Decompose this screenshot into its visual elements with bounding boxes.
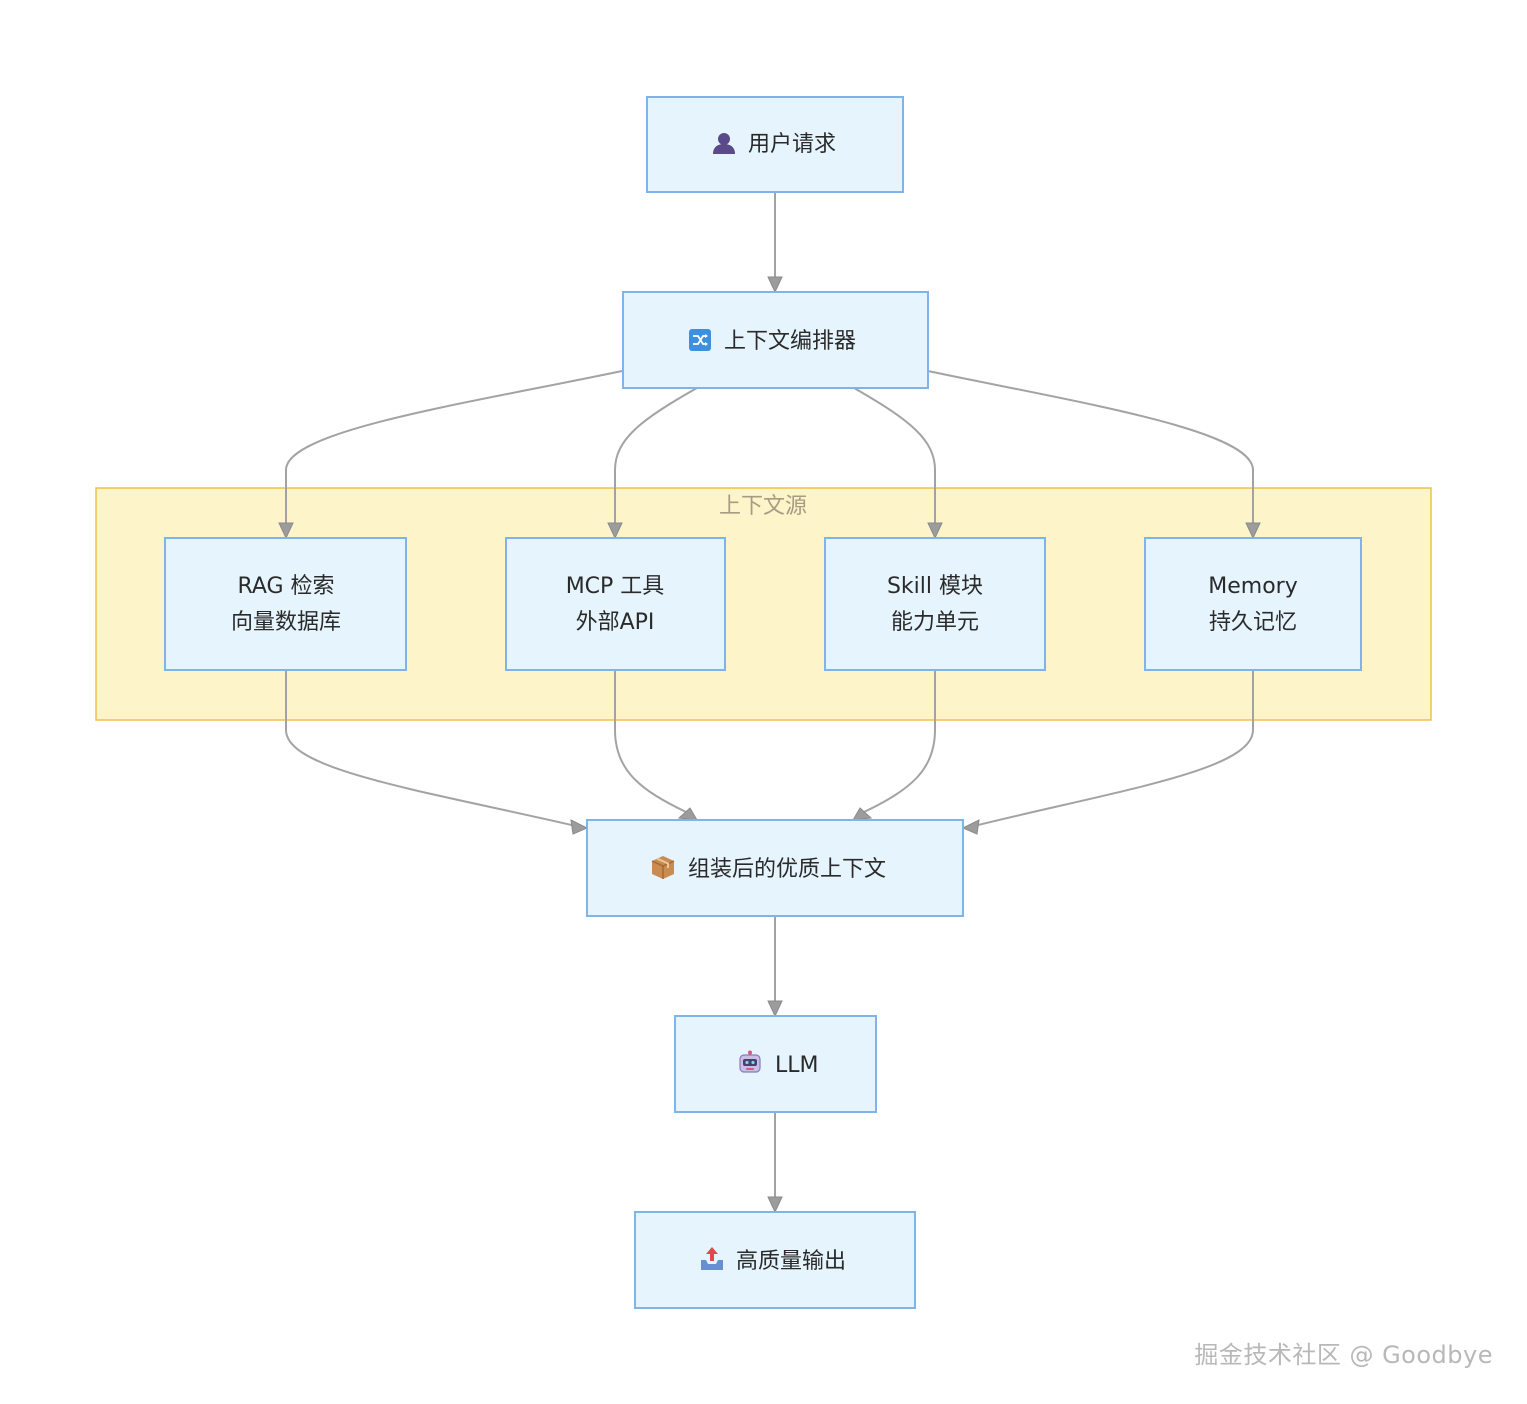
package-icon — [651, 856, 675, 879]
arrowhead-llm — [767, 1000, 783, 1018]
node-mcp-subtitle: 外部API — [576, 610, 655, 635]
node-output-label: 高质量输出 — [736, 1249, 846, 1274]
edge-memory-to-assembled — [973, 670, 1254, 827]
arrowhead-memory — [1245, 522, 1261, 540]
node-rag-box — [164, 537, 407, 671]
arrowheads — [278, 276, 1261, 1214]
watermark: 掘金技术社区 @ Goodbye — [1194, 1341, 1493, 1369]
node-orchestrator[interactable]: 上下文编排器 — [622, 291, 929, 389]
arrowhead-skill — [927, 522, 943, 540]
node-orchestrator-box — [622, 291, 929, 389]
node-mcp-title: MCP 工具 — [566, 574, 665, 599]
node-memory-box — [1144, 537, 1362, 671]
arrowhead-mcp — [607, 522, 623, 540]
shuffle-icon — [689, 329, 711, 351]
edge-orchestrator-to-memory — [927, 370, 1254, 528]
node-llm-box — [674, 1015, 877, 1113]
node-rag[interactable]: RAG 检索 向量数据库 — [164, 537, 407, 671]
arrowhead-orchestrator — [767, 276, 783, 294]
node-llm[interactable]: LLM — [674, 1015, 877, 1113]
node-assembled-context[interactable]: 组装后的优质上下文 — [586, 819, 964, 917]
node-mcp-box — [505, 537, 726, 671]
node-output-box — [634, 1211, 916, 1309]
arrowhead-output — [767, 1196, 783, 1214]
node-rag-title: RAG 检索 — [237, 574, 334, 599]
node-user-request-label: 用户请求 — [748, 132, 836, 157]
outbox-tray-icon — [701, 1247, 723, 1270]
node-output[interactable]: 高质量输出 — [634, 1211, 916, 1309]
node-user-request[interactable]: 用户请求 — [646, 96, 904, 193]
node-user-request-box — [646, 96, 904, 193]
arrowhead-rag — [278, 522, 294, 540]
context-sources-group-label: 上下文源 — [719, 494, 807, 519]
node-assembled-context-label: 组装后的优质上下文 — [688, 857, 886, 882]
node-rag-subtitle: 向量数据库 — [231, 610, 341, 635]
node-assembled-context-box — [586, 819, 964, 917]
node-memory-subtitle: 持久记忆 — [1209, 610, 1297, 635]
node-memory-title: Memory — [1208, 574, 1297, 599]
person-icon — [713, 133, 735, 154]
node-skill[interactable]: Skill 模块 能力单元 — [824, 537, 1046, 671]
robot-icon — [739, 1050, 761, 1073]
edge-mcp-to-assembled — [614, 670, 687, 813]
node-memory[interactable]: Memory 持久记忆 — [1144, 537, 1362, 671]
node-mcp[interactable]: MCP 工具 外部API — [505, 537, 726, 671]
node-orchestrator-label: 上下文编排器 — [724, 329, 856, 354]
edge-skill-to-assembled — [863, 670, 936, 813]
node-skill-title: Skill 模块 — [887, 574, 983, 599]
edge-orchestrator-to-mcp — [614, 387, 698, 528]
edge-orchestrator-to-skill — [853, 387, 936, 528]
node-skill-subtitle: 能力单元 — [891, 610, 979, 635]
arrowhead-from-memory — [961, 819, 980, 835]
node-llm-label: LLM — [775, 1053, 819, 1078]
edge-rag-to-assembled — [285, 670, 577, 827]
edge-orchestrator-to-rag — [285, 370, 623, 528]
edges — [285, 192, 1254, 1202]
arrowhead-from-rag — [570, 819, 589, 835]
node-skill-box — [824, 537, 1046, 671]
